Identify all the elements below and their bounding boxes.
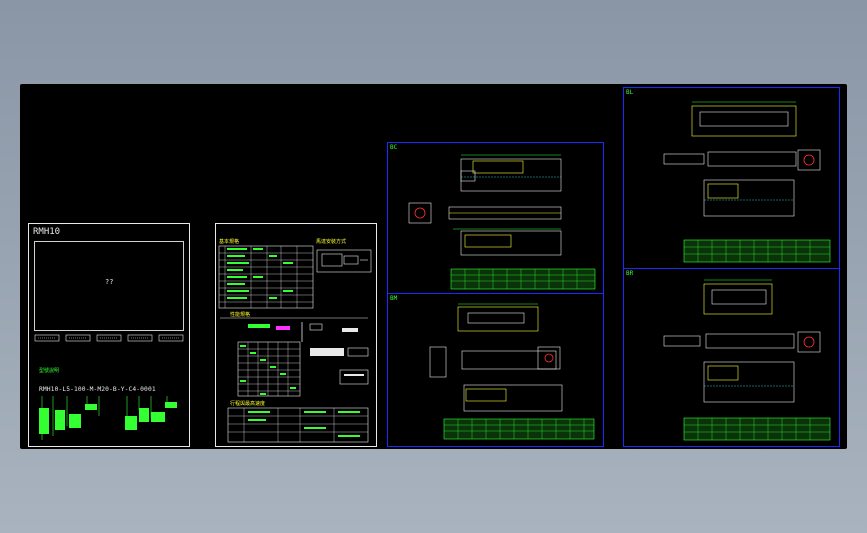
cad-drawing-canvas[interactable]: RMH10 ?? 型號說明 RMH10-L5-100-M-M20-B-Y-C4-… xyxy=(20,84,847,449)
sheet4-bottom-label: BR xyxy=(626,270,634,277)
sheet1-code-title: 型號說明 xyxy=(39,368,60,374)
sheet1-code-tree xyxy=(39,396,179,444)
sheet-rmh10: RMH10 ?? 型號說明 RMH10-L5-100-M-M20-B-Y-C4-… xyxy=(28,223,190,447)
sheet2-stroke-table xyxy=(227,407,369,443)
sheet4-top-label: BL xyxy=(626,89,634,96)
sheet2-motor-diagram xyxy=(316,248,372,274)
sheet-specifications: 基本規格 馬達安裝方式 xyxy=(215,223,377,447)
sheet4-bottom-drawings xyxy=(663,276,834,444)
sheet4-top-drawings xyxy=(663,96,834,266)
sheet1-center-text: ?? xyxy=(105,278,114,286)
sheet2-spec-table xyxy=(218,245,314,309)
sheet3-bottom-drawings xyxy=(398,301,598,441)
sheet2-performance-section xyxy=(220,317,370,398)
sheet1-model-code: RMH10-L5-100-M-M20-B-Y-C4-0001 xyxy=(39,386,156,393)
sheet3-divider xyxy=(388,293,603,294)
sheet4-divider xyxy=(624,268,839,269)
sheet-bl-br: BL xyxy=(623,87,840,447)
sheet1-image-frame xyxy=(34,241,184,331)
sheet3-top-drawings xyxy=(403,149,598,292)
sheet1-options-row xyxy=(34,334,185,343)
sheet2-table-title: 性能規格 xyxy=(230,312,251,318)
sheet3-bottom-label: BM xyxy=(390,295,398,302)
sheet2-title: 基本規格 xyxy=(219,239,240,245)
sheet-bc-bm: BC xyxy=(387,142,604,447)
sheet2-motor-title: 馬達安裝方式 xyxy=(316,239,347,245)
sheet1-title: RMH10 xyxy=(33,227,61,237)
sheet2-bottom-title: 行程與最高速度 xyxy=(230,401,266,407)
sheet3-top-label: BC xyxy=(390,144,398,151)
